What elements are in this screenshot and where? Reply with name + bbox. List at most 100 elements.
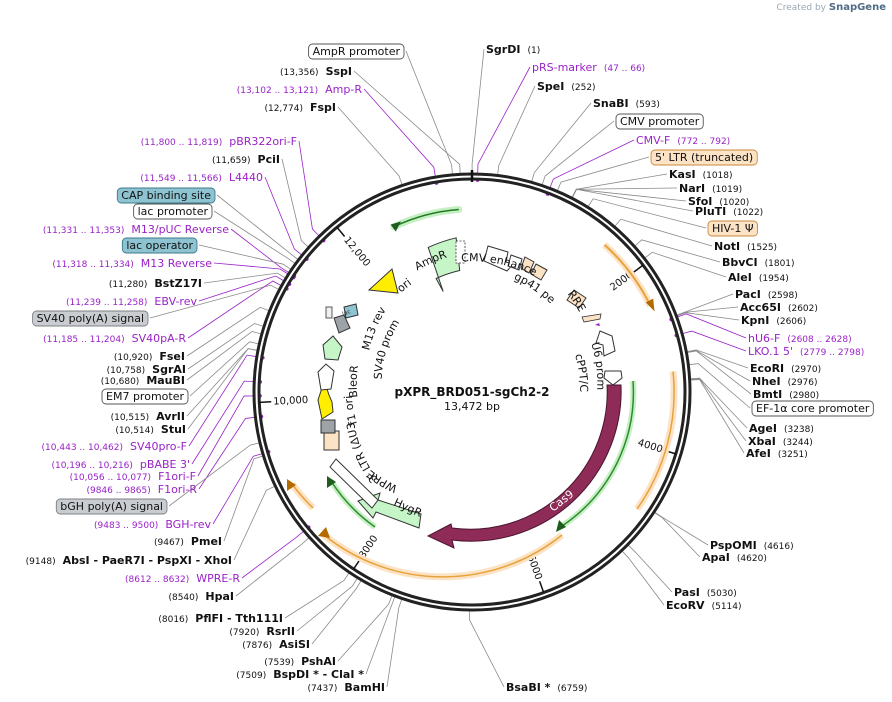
- label-amp-r[interactable]: Amp-R(13,102 .. 13,121): [237, 83, 363, 96]
- label-coord-bstz17i: (11,280): [109, 280, 148, 290]
- label-prs-marker[interactable]: pRS-marker(47 .. 66): [532, 61, 645, 74]
- label-coord-snabi: (593): [636, 100, 660, 110]
- label-hiv1-psi[interactable]: HIV-1 Ψ: [707, 220, 758, 237]
- label-m13-puc-rev[interactable]: M13/pUC Reverse(11,331 .. 11,353): [43, 223, 229, 236]
- tick-4: [259, 400, 272, 404]
- label-coord-pluti: (1022): [733, 208, 763, 218]
- label-sv40pa-r[interactable]: SV40pA-R(11,185 .. 11,204): [43, 332, 186, 345]
- label-coord-f1ori-r: (9846 .. 9865): [86, 486, 150, 496]
- leader-pshai: [337, 594, 393, 662]
- label-rsrii[interactable]: RsrII(7920): [229, 625, 295, 638]
- label-f1ori-f[interactable]: F1ori-F(10,056 .. 10,077): [70, 470, 196, 483]
- label-name-kpni: KpnI: [741, 314, 769, 327]
- label-name-pshai: PshAI: [301, 655, 336, 668]
- leader-nari: [571, 187, 678, 199]
- label-sv40pro-f[interactable]: SV40pro-F(10,443 .. 10,462): [42, 440, 187, 453]
- label-name-wpre-r: WPRE-R: [196, 572, 240, 585]
- label-lac-operator[interactable]: lac operator: [121, 237, 198, 254]
- label-l4440[interactable]: L4440(11,549 .. 11,566): [140, 171, 263, 184]
- label-snabi[interactable]: SnaBI(593): [593, 97, 660, 110]
- label-sv40-polya[interactable]: SV40 poly(A) signal: [32, 310, 149, 327]
- label-sgrai[interactable]: SgrAI(10,758): [107, 363, 186, 376]
- label-pbabe3[interactable]: pBABE 3'(10,196 .. 10,216): [51, 458, 190, 471]
- label-kpni[interactable]: KpnI(2606): [741, 314, 806, 327]
- leader-fspi: [337, 106, 403, 186]
- label-name-noti: NotI: [714, 240, 740, 253]
- label-alei[interactable]: AleI(1954): [728, 271, 789, 284]
- label-coord-pflfi-group: (8016): [158, 615, 188, 625]
- label-apai[interactable]: ApaI(4620): [702, 551, 767, 564]
- label-ampr-promoter[interactable]: AmpR promoter: [308, 43, 405, 60]
- label-pmei[interactable]: PmeI(9467): [154, 535, 222, 548]
- label-maubi[interactable]: MauBI(10,680): [101, 374, 185, 387]
- label-pluti[interactable]: PluTI(1022): [695, 205, 763, 218]
- label-sfoi[interactable]: SfoI(1020): [688, 195, 749, 208]
- label-bmti[interactable]: BmtI(2980): [753, 388, 819, 401]
- label-box-em7-promoter: [101, 388, 189, 405]
- psi-box: [530, 263, 548, 281]
- leader-pasi: [627, 544, 673, 593]
- leader-nhei: [686, 350, 751, 382]
- label-cmv-f[interactable]: CMV-F(772 .. 792): [636, 134, 730, 147]
- label-m13-rev[interactable]: M13 Reverse(11,318 .. 11,334): [52, 257, 212, 270]
- label-noti[interactable]: NotI(1525): [714, 240, 777, 253]
- label-text-em7-promoter: EM7 promoter: [106, 390, 184, 403]
- label-coord-ecorv: (5114): [712, 602, 742, 612]
- label-afei[interactable]: AfeI(3251): [746, 447, 808, 460]
- label-cap-binding[interactable]: CAP binding site: [116, 187, 216, 204]
- label-pasi[interactable]: PasI(5030): [674, 586, 737, 599]
- label-stui[interactable]: StuI(10,514): [115, 423, 186, 436]
- tick-5: [336, 226, 346, 238]
- label-text-ef1a-promoter: EF-1α core promoter: [756, 402, 870, 415]
- label-bbvci[interactable]: BbvCI(1801): [722, 256, 795, 269]
- label-absi-group[interactable]: AbsI - PaeR7I - PspXI - XhoI(9148): [26, 554, 232, 567]
- label-lac-promoter[interactable]: lac promoter: [133, 203, 213, 220]
- tick-2: [538, 581, 545, 593]
- label-pflfi-group[interactable]: PflFI - Tth111I(8016): [158, 612, 283, 625]
- label-avrii[interactable]: AvrII(10,515): [111, 410, 185, 423]
- label-acc65i[interactable]: Acc65I(2602): [740, 301, 818, 314]
- label-pshai[interactable]: PshAI(7539): [264, 655, 336, 668]
- label-pspomi[interactable]: PspOMI(4616): [710, 539, 794, 552]
- label-ef1a-promoter[interactable]: EF-1α core promoter: [751, 400, 874, 417]
- label-bgh-rev[interactable]: BGH-rev(9483 .. 9500): [94, 518, 211, 531]
- label-kasi[interactable]: KasI(1018): [669, 168, 733, 181]
- label-ltr-truncated[interactable]: 5' LTR (truncated): [650, 149, 758, 166]
- label-coord-pspomi: (4616): [764, 542, 794, 552]
- label-nhei[interactable]: NheI(2976): [752, 375, 818, 388]
- label-coord-sfoi: (1020): [719, 198, 749, 208]
- label-em7-promoter[interactable]: EM7 promoter: [101, 388, 189, 405]
- label-hu6-f[interactable]: hU6-F(2608 .. 2628): [748, 332, 852, 345]
- label-bstz17i[interactable]: BstZ17I(11,280): [109, 277, 202, 290]
- leader-afei: [689, 379, 745, 454]
- label-hpai[interactable]: HpaI(8540): [168, 590, 234, 603]
- label-pbr322ori-f[interactable]: pBR322ori-F(11,800 .. 11,819): [141, 135, 297, 148]
- leader-xbai: [689, 378, 747, 442]
- label-ebv-rev[interactable]: EBV-rev(11,239 .. 11,258): [66, 295, 198, 308]
- label-ecori[interactable]: EcoRI(2970): [750, 362, 821, 375]
- label-bamhi[interactable]: BamHI(7437): [307, 681, 385, 694]
- label-agei[interactable]: AgeI(3238): [749, 422, 814, 435]
- label-lko1-5[interactable]: LKO.1 5'(2779 .. 2798): [748, 345, 864, 358]
- label-bgh-polya[interactable]: bGH poly(A) signal: [55, 498, 168, 515]
- label-pcii[interactable]: PciI(11,659): [212, 153, 280, 166]
- label-ecorv[interactable]: EcoRV(5114): [666, 599, 742, 612]
- label-f1ori-r[interactable]: F1ori-R(9846 .. 9865): [86, 483, 197, 496]
- label-fspi[interactable]: FspI(12,774): [264, 101, 336, 114]
- label-asisi[interactable]: AsiSI(7876): [242, 638, 310, 651]
- label-name-nari: NarI: [679, 182, 705, 195]
- leader-hu6-f: [676, 313, 747, 339]
- label-wpre-r[interactable]: WPRE-R(8612 .. 8632): [125, 572, 240, 585]
- label-paci[interactable]: PacI(2598): [735, 288, 798, 301]
- label-box-ltr-truncated: [650, 149, 758, 166]
- label-cmv-promoter[interactable]: CMV promoter: [615, 113, 704, 130]
- leader-sgrai: [187, 323, 265, 370]
- label-bsabi[interactable]: BsaBI *(6759): [506, 681, 587, 694]
- label-nari[interactable]: NarI(1019): [679, 182, 742, 195]
- label-spei[interactable]: SpeI(252): [537, 80, 596, 93]
- label-fsei[interactable]: FseI(10,920): [114, 350, 185, 363]
- label-sgrdi[interactable]: SgrDI(1): [486, 43, 540, 56]
- label-ssp1[interactable]: SspI(13,356): [280, 65, 352, 78]
- label-xbai[interactable]: XbaI(3244): [748, 435, 813, 448]
- label-bspdi-group[interactable]: BspDI * - ClaI *(7509): [236, 668, 364, 681]
